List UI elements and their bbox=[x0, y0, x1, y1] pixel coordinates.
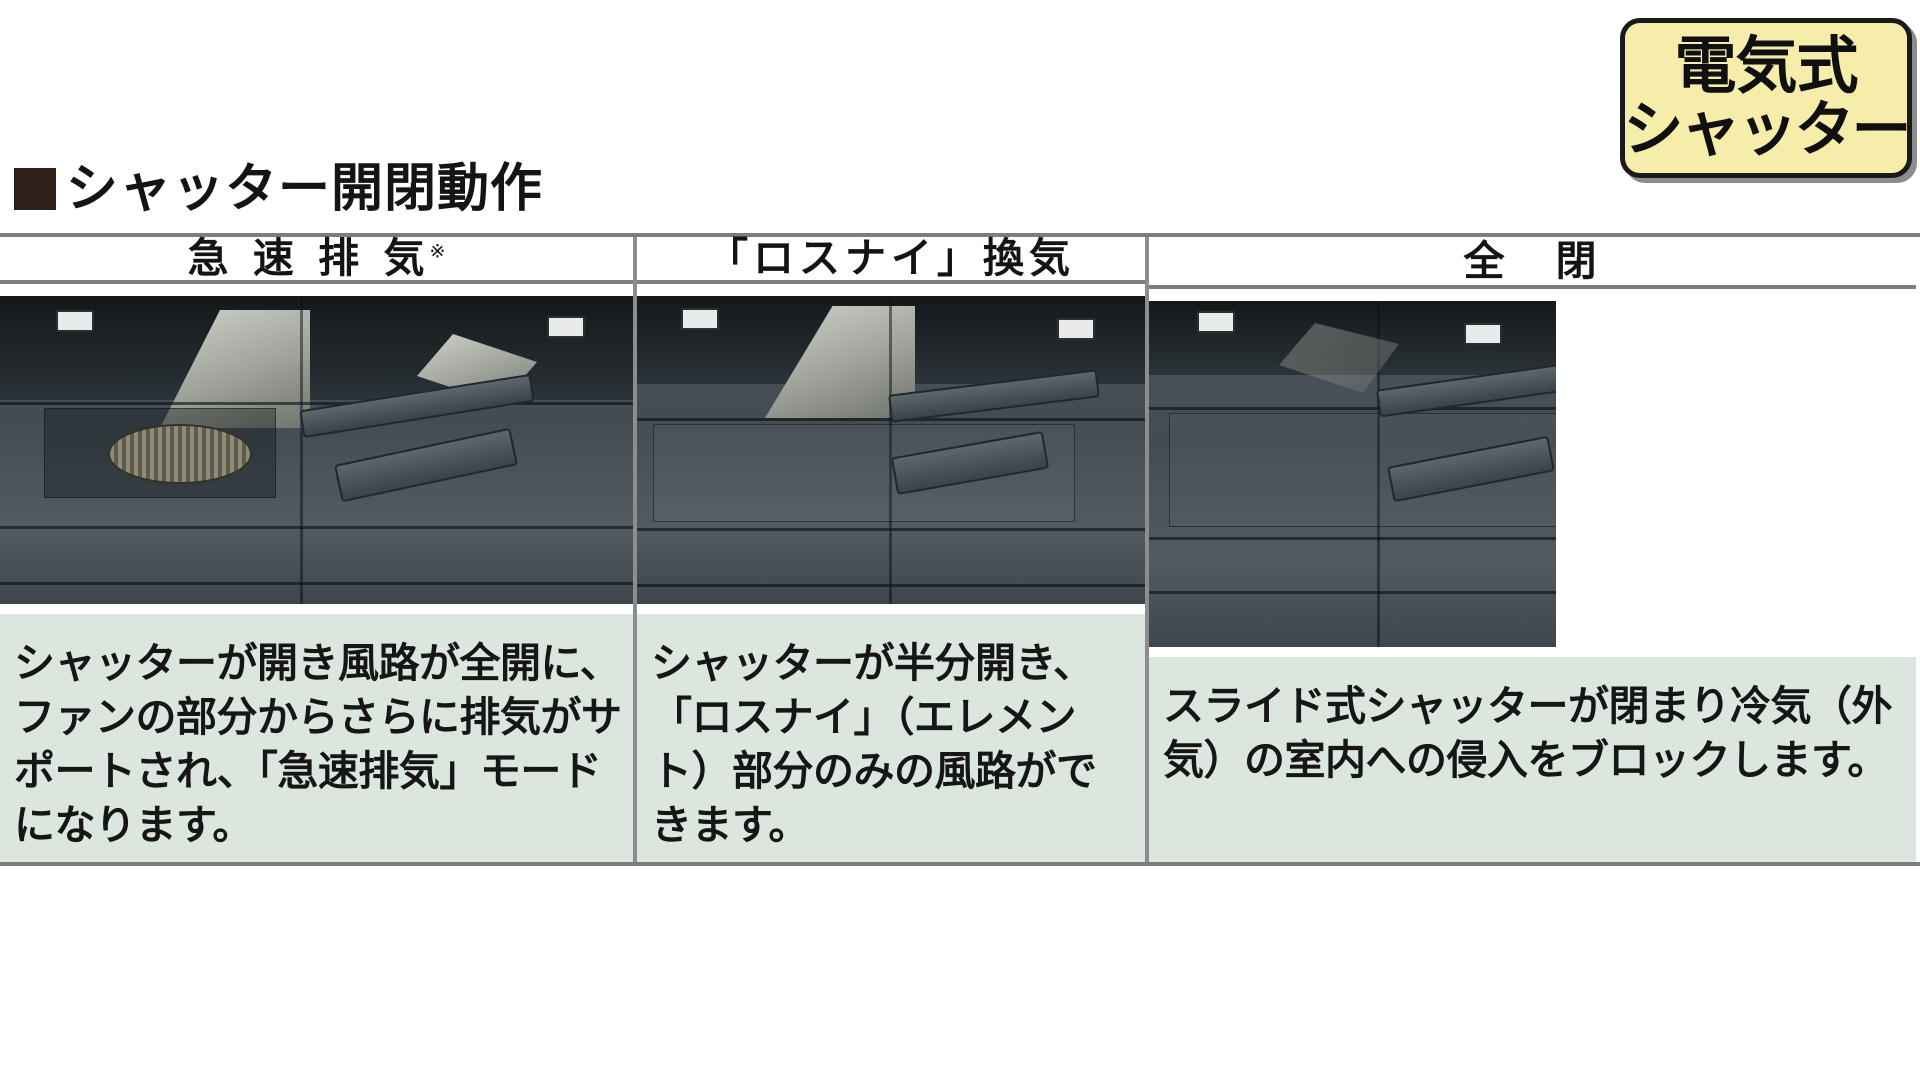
section-heading: シャッター開閉動作 bbox=[14, 163, 543, 215]
column-header-fully-closed: 全 閉 bbox=[1149, 237, 1916, 289]
caption-rapid-exhaust: シャッターが開き風路が全開に、ファンの部分からさらに排気がサポートされ、「急速排… bbox=[0, 613, 633, 862]
column-rapid-exhaust: 急 速 排 気※ シャッターが開き風路が全開に、ファンの部分からさらに排気がサポ… bbox=[0, 237, 633, 862]
shutter-operation-table: 急 速 排 気※ シャッターが開き風路が全開に、ファンの部分からさらに排気がサポ… bbox=[0, 233, 1920, 866]
column-lossnay-ventilation: 「ロスナイ」換気 シャッターが半分開き、「ロスナイ」（エレメント）部分のみの風路… bbox=[633, 237, 1145, 862]
column-header-label: 「ロスナイ」換気 bbox=[707, 233, 1075, 282]
column-fully-closed: 全 閉 スライド式シャッターが閉まり冷気（外気）の室内への侵入をブロックします。 bbox=[1145, 237, 1916, 862]
caption-text: シャッターが半分開き、「ロスナイ」（エレメント）部分のみの風路ができます。 bbox=[651, 638, 1097, 849]
column-header-label: 全 閉 bbox=[1463, 236, 1602, 285]
caption-text: スライド式シャッターが閉まり冷気（外気）の室内への侵入をブロックします。 bbox=[1163, 682, 1893, 785]
badge-line-1: 電気式 bbox=[1674, 29, 1858, 103]
square-bullet-icon bbox=[14, 168, 56, 210]
photo-lossnay-ventilation bbox=[637, 283, 1145, 614]
section-heading-label: シャッター開閉動作 bbox=[66, 159, 544, 219]
column-header-lossnay-ventilation: 「ロスナイ」換気 bbox=[637, 237, 1145, 284]
photo-fully-closed bbox=[1149, 289, 1916, 657]
electric-shutter-badge: 電気式 シャッター bbox=[1620, 18, 1912, 178]
caption-fully-closed: スライド式シャッターが閉まり冷気（外気）の室内への侵入をブロックします。 bbox=[1149, 657, 1916, 862]
photo-rapid-exhaust bbox=[0, 283, 633, 614]
badge-line-2: シャッター bbox=[1623, 95, 1909, 166]
column-header-rapid-exhaust: 急 速 排 気※ bbox=[0, 237, 633, 284]
column-header-label: 急 速 排 気※ bbox=[187, 233, 446, 282]
caption-lossnay-ventilation: シャッターが半分開き、「ロスナイ」（エレメント）部分のみの風路ができます。 bbox=[637, 613, 1145, 862]
caption-text: シャッターが開き風路が全開に、ファンの部分からさらに排気がサポートされ、「急速排… bbox=[14, 638, 622, 849]
